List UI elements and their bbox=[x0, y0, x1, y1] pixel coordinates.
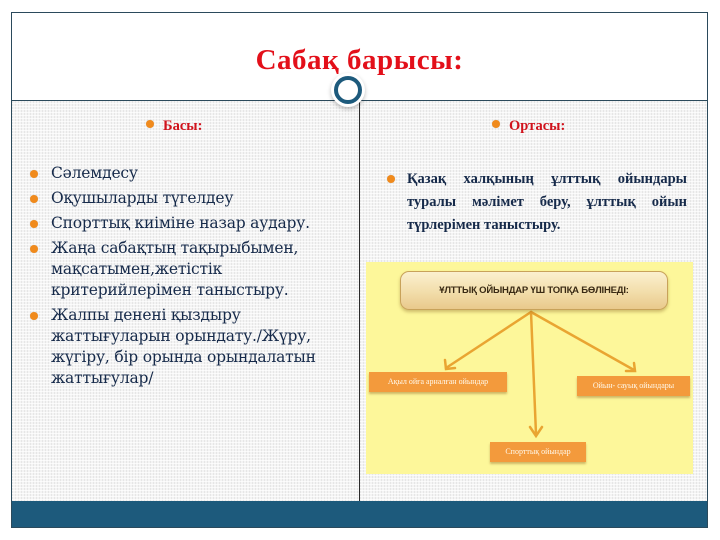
list-item-text: Жаңа сабақтың тақырыбымен, мақсатымен,же… bbox=[51, 239, 299, 299]
heading-text: Ортасы: bbox=[509, 118, 566, 134]
list-item-text: Жалпы денені қыздыру жаттығуларын орында… bbox=[51, 306, 316, 387]
list-item-text: Спорттық киіміне назар аудару. bbox=[51, 214, 310, 232]
right-column-heading: Ортасы: bbox=[492, 118, 565, 135]
bullet-icon bbox=[30, 245, 38, 253]
diagram-box-mind-games: Ақыл ойға арналған ойындар bbox=[369, 372, 507, 392]
list-item-text: Оқушыларды түгелдеу bbox=[51, 189, 234, 207]
bullet-icon bbox=[30, 195, 38, 203]
left-column-heading: Басы: bbox=[146, 118, 202, 135]
list-item: Сәлемдесу bbox=[22, 163, 342, 184]
column-divider bbox=[359, 101, 360, 503]
diagram-box-entertainment-games: Ойын- сауық ойындары bbox=[577, 376, 690, 396]
heading-text: Басы: bbox=[163, 118, 203, 134]
bullet-icon bbox=[492, 119, 500, 128]
diagram-header: ҰЛТТЫҚ ОЙЫНДАР ҮШ ТОПҚА БӨЛІНЕДІ: bbox=[400, 271, 668, 310]
list-item: Жаңа сабақтың тақырыбымен, мақсатымен,же… bbox=[22, 238, 342, 301]
bullet-icon bbox=[146, 119, 154, 128]
diagram-arrows-icon bbox=[443, 310, 637, 439]
bullet-icon bbox=[387, 175, 395, 183]
bullet-icon bbox=[30, 220, 38, 228]
footer-bar bbox=[12, 501, 707, 527]
bullet-icon bbox=[30, 170, 38, 178]
diagram-box-sport-games: Спорттық ойындар bbox=[490, 442, 586, 462]
circle-ornament-icon bbox=[331, 73, 365, 107]
list-item: Оқушыларды түгелдеу bbox=[22, 188, 342, 209]
right-column-item: Қазақ халқының ұлттық ойындары туралы мә… bbox=[387, 168, 687, 237]
slide-title: Сабақ барысы: bbox=[255, 44, 464, 76]
bullet-icon bbox=[30, 312, 38, 320]
left-column-list: Сәлемдесу Оқушыларды түгелдеу Спорттық к… bbox=[22, 163, 342, 393]
list-item: Спорттық киіміне назар аудару. bbox=[22, 213, 342, 234]
list-item: Жалпы денені қыздыру жаттығуларын орында… bbox=[22, 305, 342, 389]
right-item-text: Қазақ халқының ұлттық ойындары туралы мә… bbox=[407, 171, 687, 233]
list-item-text: Сәлемдесу bbox=[51, 164, 138, 182]
national-games-diagram: ҰЛТТЫҚ ОЙЫНДАР ҮШ ТОПҚА БӨЛІНЕДІ: Ақыл о… bbox=[366, 262, 693, 474]
